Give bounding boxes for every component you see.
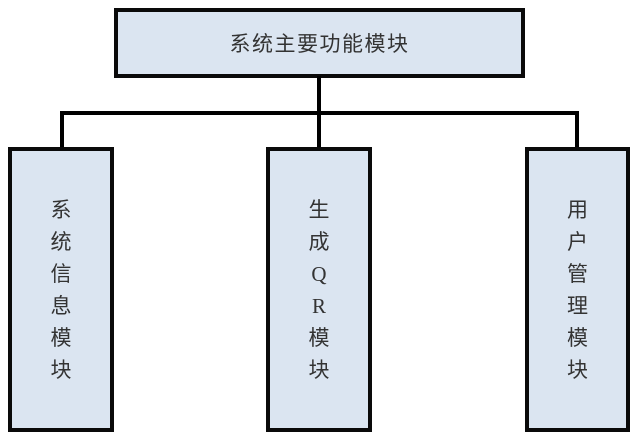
connector-drop-right bbox=[575, 111, 579, 150]
child-node-generate-qr-label: 生成QR模块 bbox=[308, 197, 330, 382]
child-node-system-info-label: 系统信息模块 bbox=[50, 197, 72, 382]
connector-drop-left bbox=[60, 111, 64, 150]
child-node-generate-qr: 生成QR模块 bbox=[266, 147, 372, 432]
connector-drop-middle bbox=[317, 111, 321, 150]
root-node-label: 系统主要功能模块 bbox=[229, 32, 410, 56]
root-node-main-function-modules: 系统主要功能模块 bbox=[114, 8, 525, 78]
child-node-user-management-label: 用户管理模块 bbox=[567, 197, 588, 382]
connector-root-stem bbox=[317, 76, 321, 115]
child-node-user-management: 用户管理模块 bbox=[525, 147, 630, 432]
child-node-system-info: 系统信息模块 bbox=[8, 147, 114, 432]
